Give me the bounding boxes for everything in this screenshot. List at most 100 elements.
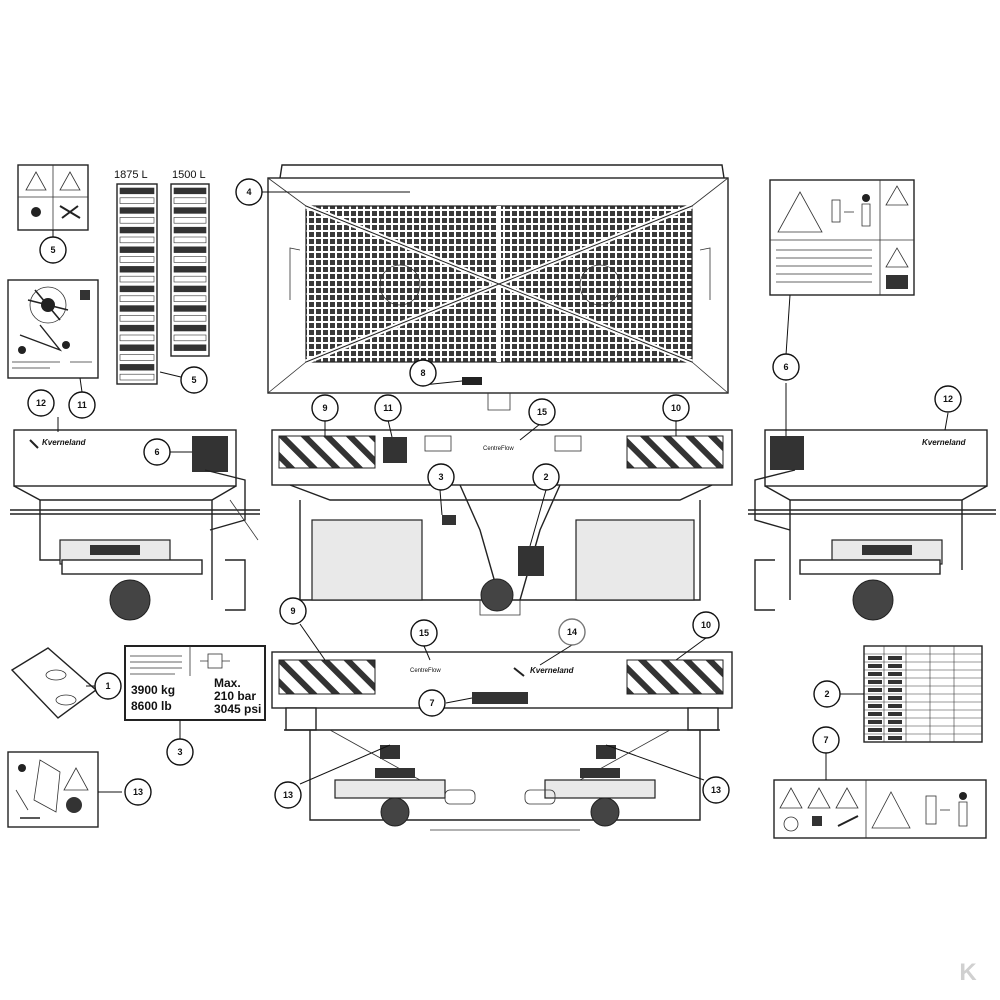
scale-mark bbox=[173, 217, 207, 224]
decal-3-load-rating: 3900 kg 8600 lb Max. 210 bar 3045 psi bbox=[124, 645, 266, 740]
product-name-lower: CentreFlow bbox=[410, 668, 441, 674]
max-label: Max. bbox=[214, 676, 241, 690]
table-cell bbox=[868, 656, 882, 660]
svg-text:7: 7 bbox=[429, 698, 434, 708]
table-cell bbox=[868, 664, 882, 668]
table-cell bbox=[868, 712, 882, 716]
svg-text:1: 1 bbox=[105, 681, 110, 691]
scale-mark bbox=[119, 236, 155, 244]
callout-10-lower: 10 bbox=[692, 611, 720, 639]
scale-mark bbox=[119, 295, 155, 302]
callout-2-right: 2 bbox=[813, 680, 841, 708]
table-cell bbox=[888, 672, 902, 676]
scale-mark bbox=[173, 315, 207, 322]
scale-mark bbox=[119, 315, 155, 322]
scale-mark bbox=[173, 187, 207, 195]
callout-4: 4 bbox=[235, 178, 263, 206]
brand-name-right: Kverneland bbox=[922, 438, 967, 447]
callout-3-lower: 3 bbox=[166, 738, 194, 766]
callout-14: 14 bbox=[558, 618, 586, 646]
watermark-logo: K bbox=[959, 959, 977, 986]
svg-text:3: 3 bbox=[438, 472, 443, 482]
brand-name-left: Kverneland bbox=[42, 438, 87, 447]
svg-text:10: 10 bbox=[671, 403, 681, 413]
callout-13-center-right: 13 bbox=[702, 776, 730, 804]
scale-mark bbox=[119, 364, 155, 371]
svg-text:14: 14 bbox=[567, 627, 577, 637]
decal-6 bbox=[769, 179, 915, 356]
svg-text:6: 6 bbox=[154, 447, 159, 457]
callout-10-upper: 10 bbox=[662, 394, 690, 422]
callout-11-center: 11 bbox=[374, 394, 402, 422]
decal-7 bbox=[773, 752, 987, 839]
table-cell bbox=[868, 672, 882, 676]
scale-mark bbox=[119, 305, 155, 312]
brand-name-lower: Kverneland bbox=[530, 666, 575, 675]
callout-13-center-left: 13 bbox=[274, 781, 302, 809]
scale-mark bbox=[173, 197, 207, 204]
callout-12-left: 12 bbox=[27, 389, 55, 417]
capacity-label-1875: 1875 L bbox=[114, 169, 148, 181]
svg-text:15: 15 bbox=[419, 628, 429, 638]
scale-mark bbox=[119, 246, 155, 253]
scale-mark bbox=[173, 285, 207, 293]
product-name-upper: CentreFlow bbox=[483, 446, 514, 452]
scale-mark bbox=[119, 373, 155, 381]
table-cell bbox=[888, 688, 902, 692]
svg-text:3: 3 bbox=[177, 747, 182, 757]
scale-mark bbox=[119, 187, 155, 195]
table-cell bbox=[888, 712, 902, 716]
callout-7-lower: 7 bbox=[418, 689, 446, 717]
scale-mark bbox=[173, 266, 207, 273]
scale-mark bbox=[119, 334, 155, 342]
scale-mark bbox=[173, 275, 207, 283]
callout-7-right: 7 bbox=[812, 726, 840, 754]
decal-1 bbox=[10, 647, 98, 719]
load-lb: 8600 lb bbox=[131, 699, 172, 713]
callout-15-upper: 15 bbox=[528, 398, 556, 426]
rear-view-upper: CentreFlow bbox=[271, 429, 733, 616]
table-cell bbox=[868, 680, 882, 684]
table-cell bbox=[888, 720, 902, 724]
table-cell bbox=[888, 664, 902, 668]
scale-mark bbox=[119, 266, 155, 273]
callout-3-upper: 3 bbox=[427, 463, 455, 491]
scale-mark bbox=[173, 207, 207, 214]
side-view-right: Kverneland bbox=[748, 429, 996, 621]
scale-mark bbox=[173, 226, 207, 234]
svg-text:10: 10 bbox=[701, 620, 711, 630]
svg-text:2: 2 bbox=[543, 472, 548, 482]
svg-text:7: 7 bbox=[823, 735, 828, 745]
svg-text:13: 13 bbox=[133, 787, 143, 797]
capacity-label-1500: 1500 L bbox=[172, 169, 206, 181]
svg-text:5: 5 bbox=[191, 375, 196, 385]
callout-15-lower: 15 bbox=[410, 619, 438, 647]
table-cell bbox=[888, 680, 902, 684]
scale-mark bbox=[173, 305, 207, 312]
scale-mark bbox=[173, 246, 207, 253]
side-view-left: Kverneland bbox=[10, 429, 260, 621]
svg-text:8: 8 bbox=[420, 368, 425, 378]
callout-2-upper: 2 bbox=[532, 463, 560, 491]
rear-view-lower: CentreFlow Kverneland bbox=[271, 651, 733, 831]
load-kg: 3900 kg bbox=[131, 683, 175, 697]
svg-text:4: 4 bbox=[246, 187, 251, 197]
svg-text:9: 9 bbox=[322, 403, 327, 413]
svg-text:12: 12 bbox=[36, 398, 46, 408]
pressure-bar: 210 bar bbox=[214, 689, 256, 703]
top-view-spreader bbox=[240, 164, 729, 411]
scale-mark bbox=[173, 324, 207, 332]
table-cell bbox=[868, 728, 882, 732]
decal-13 bbox=[7, 751, 122, 828]
svg-text:15: 15 bbox=[537, 407, 547, 417]
callout-6-right-top: 6 bbox=[772, 353, 800, 381]
pressure-psi: 3045 psi bbox=[214, 702, 261, 716]
scale-mark bbox=[119, 197, 155, 204]
scale-mark bbox=[119, 207, 155, 214]
svg-text:13: 13 bbox=[711, 785, 721, 795]
leader-lines bbox=[57, 380, 949, 785]
scale-mark bbox=[173, 344, 207, 351]
decal-2-table bbox=[840, 645, 983, 743]
callout-11-left: 11 bbox=[68, 391, 96, 419]
scale-mark bbox=[173, 236, 207, 244]
